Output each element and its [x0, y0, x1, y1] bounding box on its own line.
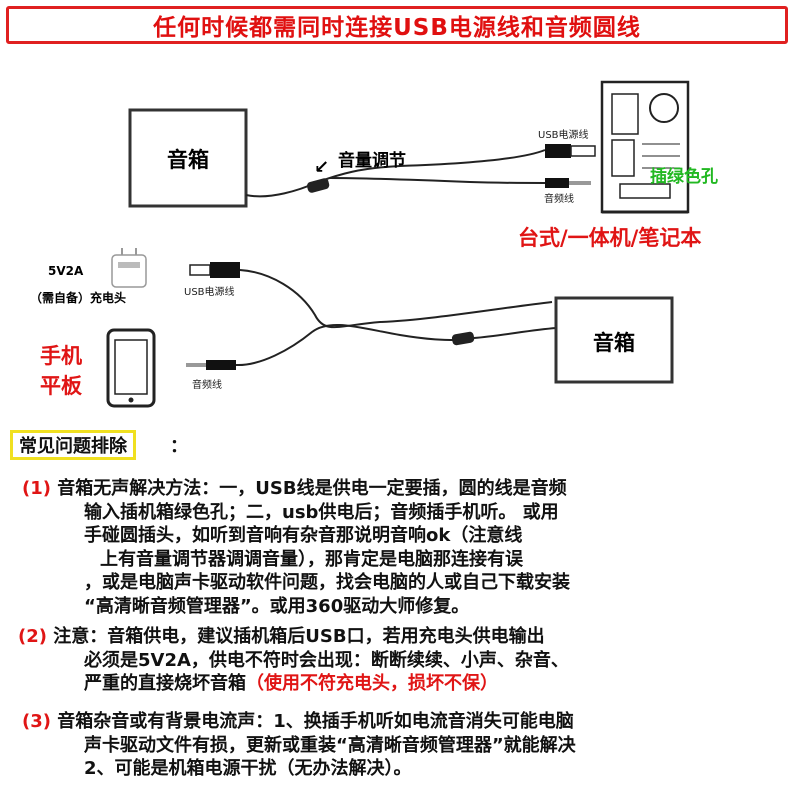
- audio-cable-bottom: [235, 323, 457, 367]
- computer-tower-icon: [600, 80, 690, 214]
- charger-spec-label: 5V2A: [48, 264, 84, 278]
- top-banner: 任何时候都需同时连接USB电源线和音频圆线: [6, 6, 788, 44]
- item-1-line-3: 手碰圆插头，如听到音响有杂音那说明音响ok（注意线: [84, 525, 523, 546]
- item-3-line-1: (3) 音箱杂音或有背景电流声：1、换插手机听如电流音消失可能电脑: [22, 711, 574, 732]
- speaker-box-top: [128, 108, 248, 208]
- item-1-line-1: (1) 音箱无声解决方法：一，USB线是供电一定要插，圆的线是音频: [22, 478, 567, 499]
- charger-note-label: （需自备）充电头: [30, 290, 126, 305]
- troubleshooting-title: 常见问题排除: [10, 430, 136, 460]
- phone-label: 手机: [40, 344, 82, 368]
- speaker-label-bottom: 音箱: [593, 331, 635, 355]
- usb-plug-top: [545, 144, 571, 158]
- usb-plug-bottom: [210, 262, 240, 278]
- speaker-cable-top: [245, 149, 546, 198]
- audio-plug-bottom: [206, 360, 236, 370]
- volume-control-bottom: [451, 331, 475, 346]
- item-1-number: (1): [22, 478, 51, 499]
- charger-icon: [111, 248, 147, 288]
- tablet-label: 平板: [40, 374, 83, 398]
- item-2-line-1: (2) 注意：音箱供电，建议插机箱后USB口，若用充电头供电输出: [18, 626, 545, 647]
- connection-diagram: 音箱 ↙ 音量调节 USB电源线 音频线 插绿色孔 台式/一体机/笔记本 5V2…: [30, 80, 718, 408]
- troubleshooting-item-2: (2) 注意：音箱供电，建议插机箱后USB口，若用充电头供电输出 必须是5V2A…: [18, 625, 794, 696]
- troubleshooting-item-1: (1) 音箱无声解决方法：一，USB线是供电一定要插，圆的线是音频 输入插机箱绿…: [22, 477, 798, 618]
- phone-icon: [106, 328, 156, 408]
- volume-control-label: 音量调节: [338, 150, 406, 171]
- volume-control-top: [306, 178, 330, 193]
- audio-cable-label-bottom: 音频线: [192, 378, 222, 391]
- usb-head-top: [570, 145, 596, 157]
- troubleshooting-title-text: 常见问题排除: [19, 436, 127, 457]
- audio-cable-label-top: 音频线: [544, 192, 574, 205]
- audio-tip-top: [569, 181, 591, 185]
- item-3-line-3: 2、可能是机箱电源干扰（无办法解决）。: [84, 758, 412, 779]
- speaker-label-top: 音箱: [167, 148, 209, 172]
- audio-plug-top: [545, 178, 569, 188]
- usb-cable-label-bottom: USB电源线: [184, 285, 235, 298]
- green-port-label: 插绿色孔: [650, 166, 718, 187]
- troubleshooting-item-3: (3) 音箱杂音或有背景电流声：1、换插手机听如电流音消失可能电脑 声卡驱动文件…: [22, 710, 798, 781]
- banner-text: 任何时候都需同时连接USB电源线和音频圆线: [153, 15, 641, 41]
- troubleshooting-title-colon: ：: [170, 436, 188, 457]
- item-2-number: (2): [18, 626, 47, 647]
- speaker-cable-top-2: [329, 177, 546, 184]
- item-2-warning: （使用不符充电头，损坏不保）: [246, 673, 498, 694]
- audio-tip-bottom: [186, 363, 206, 367]
- speaker-cable-bottom: [473, 327, 557, 339]
- item-1-line-4: 上有音量调节器调调音量），那肯定是电脑那连接有误: [100, 548, 523, 570]
- item-1-line-5: ，或是电脑声卡驱动软件问题，找会电脑的人或自己下载安装: [84, 572, 570, 593]
- volume-arrow-icon: ↙: [314, 157, 329, 178]
- item-2-line-2: 必须是5V2A，供电不符时会出现：断断续续、小声、杂音、: [84, 649, 569, 671]
- item-3-number: (3): [22, 711, 51, 732]
- item-3-line-2: 声卡驱动文件有损，更新或重装“高清晰音频管理器”就能解决: [84, 734, 576, 756]
- item-1-line-6: “高清晰音频管理器”。或用360驱动大师修复。: [84, 595, 470, 617]
- computer-types-label: 台式/一体机/笔记本: [518, 226, 701, 250]
- usb-cable-label-top: USB电源线: [538, 128, 589, 141]
- usb-head-bottom: [189, 264, 211, 276]
- speaker-box-bottom: [554, 296, 674, 384]
- item-2-line-3: 严重的直接烧坏音箱（使用不符充电头，损坏不保）: [84, 673, 498, 694]
- item-1-line-2: 输入插机箱绿色孔；二，usb供电后；音频插手机听。 或用: [84, 501, 559, 523]
- usb-cable-bottom: [239, 269, 553, 329]
